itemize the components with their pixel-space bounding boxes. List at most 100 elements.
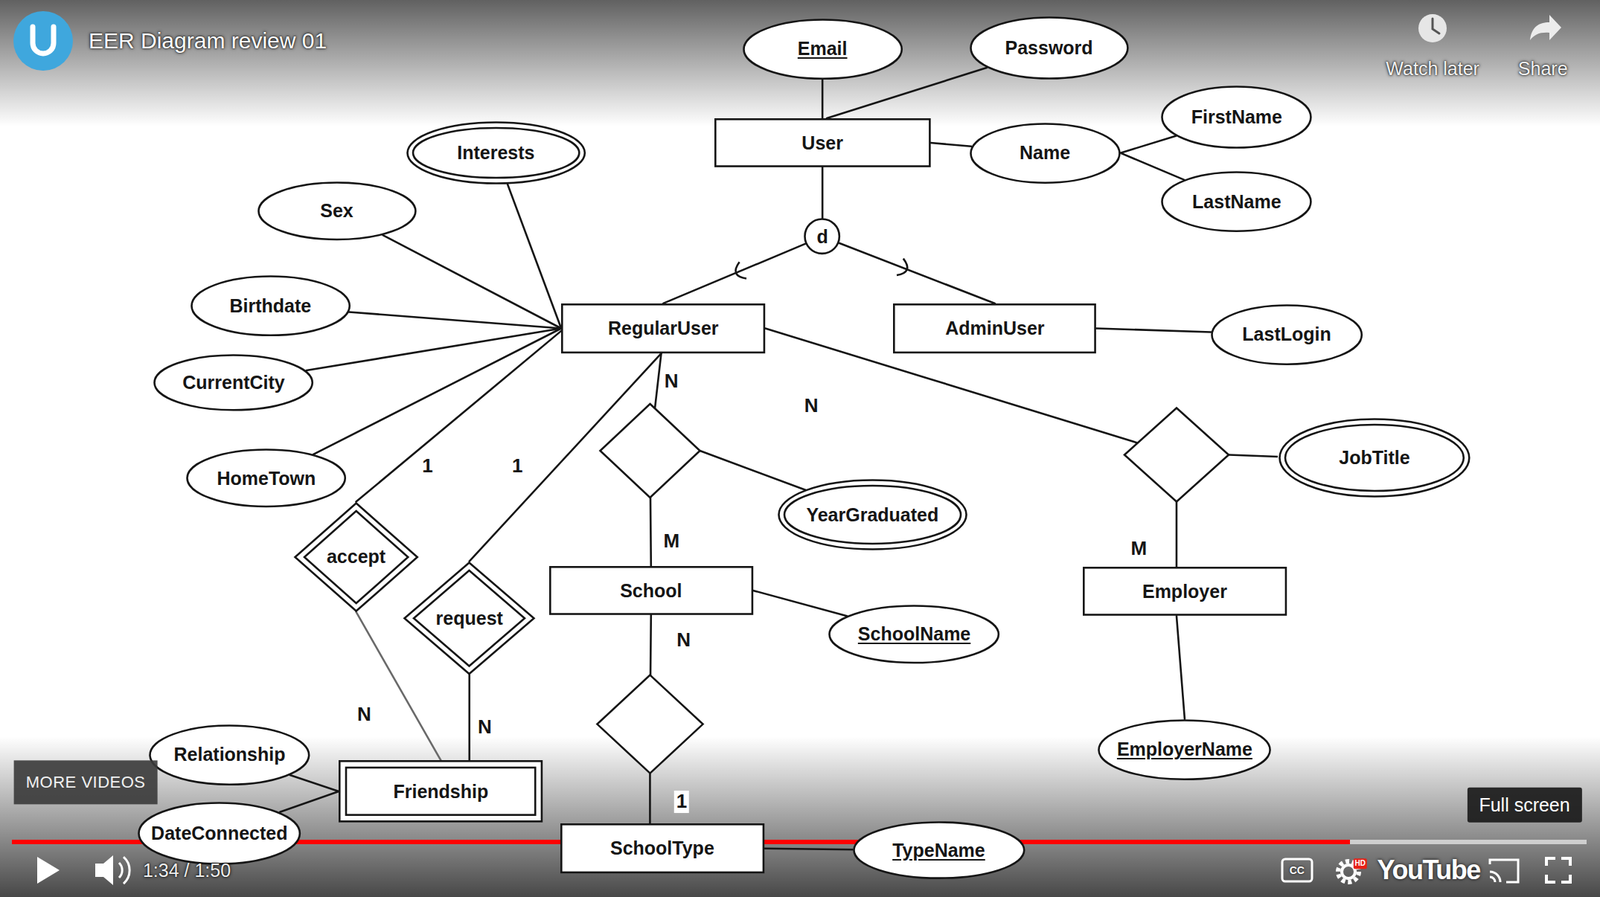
bottom-shade [0,736,1600,897]
node-text: Birthdate [229,295,312,318]
node-text: TypeName [892,840,986,862]
video-title: EER Diagram review 01 [88,28,327,55]
clock-hands [1432,18,1440,34]
attribute-ellipse: TypeName [852,821,1026,880]
relationship-diamond [1124,408,1229,503]
attribute-ellipse: DateConnected [137,802,301,866]
cardinality-label: M [1128,538,1150,561]
outline [1099,720,1271,780]
cardinality-label: 1 [419,455,435,478]
cardinality-label: M [660,530,682,553]
youtube-wordmark: YouTube [1377,855,1481,886]
outline [413,570,525,667]
outline [561,304,765,353]
node-text: Relationship [174,744,286,766]
node-text: Password [1005,37,1094,59]
attribute-ellipse: Relationship [148,724,311,786]
outline [407,122,585,184]
share-icon [1530,14,1562,41]
outline [294,503,417,611]
node-text: JobTitle [1338,447,1410,469]
connector-line [765,328,1177,568]
node-text: Friendship [392,781,489,803]
relationship-diamond [600,404,701,498]
connector-line [1096,328,1211,333]
volume-icon [95,855,114,886]
entity-box: AdminUser [893,303,1097,354]
attribute-line [700,450,807,491]
node-text: request [436,608,504,630]
node-text: RegularUser [608,317,719,340]
multivalued-attribute-ellipse: YearGraduated [777,479,968,551]
cardinality-label: N [662,370,681,393]
play-icon [37,857,60,885]
time-display: 1:34 / 1:50 [142,859,231,882]
relationship-diamond [597,675,704,774]
entity-box: User [714,118,931,168]
cardinality-label: 1 [509,455,525,478]
outline [1083,568,1286,616]
attribute-ellipse: EmployerName [1097,719,1272,781]
cardinality-label: N [802,395,821,418]
attribute-ellipse: Name [969,122,1121,184]
connector-line [279,791,339,813]
node-text: YearGraduated [805,504,939,527]
entity-box: SchoolType [560,823,765,874]
subset-symbol [896,258,908,276]
volume-waves [119,857,130,885]
outline [154,354,313,411]
outline [139,802,300,864]
node-text: d [817,226,829,248]
node-text: User [801,132,844,155]
subset-symbol [735,261,747,279]
progress-rest [1349,840,1587,845]
connector-line [930,142,972,147]
channel-logo [13,11,73,71]
connector-line [839,243,995,304]
node-text: accept [326,546,386,568]
attribute-ellipse: FirstName [1160,85,1312,149]
connector-line [753,590,847,617]
outline [561,825,764,874]
connector-line [468,674,471,761]
outline [970,17,1128,79]
clock-icon [1418,14,1447,43]
attribute-ellipse: HomeTown [186,448,347,509]
attribute-ellipse: Sex [257,181,417,242]
entity-box: School [549,566,754,616]
connector-line [356,331,562,503]
outline [1280,419,1470,498]
more-videos-button: MORE VIDEOS [14,760,158,805]
cast-icon [1489,860,1519,883]
connector-line [821,79,824,119]
tooltip: Full screen [1466,787,1582,823]
player-button-label: Watch later [1385,57,1480,79]
cardinality-label: N [475,716,495,739]
connector-line [349,311,562,329]
connector-line [1120,153,1185,181]
attribute-line [1228,455,1278,458]
outline [413,128,579,178]
cardinality-label: N [354,704,374,727]
outline [404,562,535,674]
outline [191,276,350,336]
outline [258,183,416,241]
outline [340,762,543,823]
outline [150,725,310,785]
captions-label: CC [1289,864,1305,877]
outline [346,768,536,816]
captions-icon [1282,859,1312,882]
cardinality-label: N [674,629,693,652]
outline [304,511,408,604]
outline [1162,87,1312,149]
outline [829,606,999,664]
outline [894,304,1096,353]
node-text: HomeTown [216,468,316,490]
outline [970,123,1120,183]
attribute-ellipse: Email [742,18,903,80]
attribute-ellipse: SchoolName [828,605,1000,665]
outline [1211,305,1362,364]
